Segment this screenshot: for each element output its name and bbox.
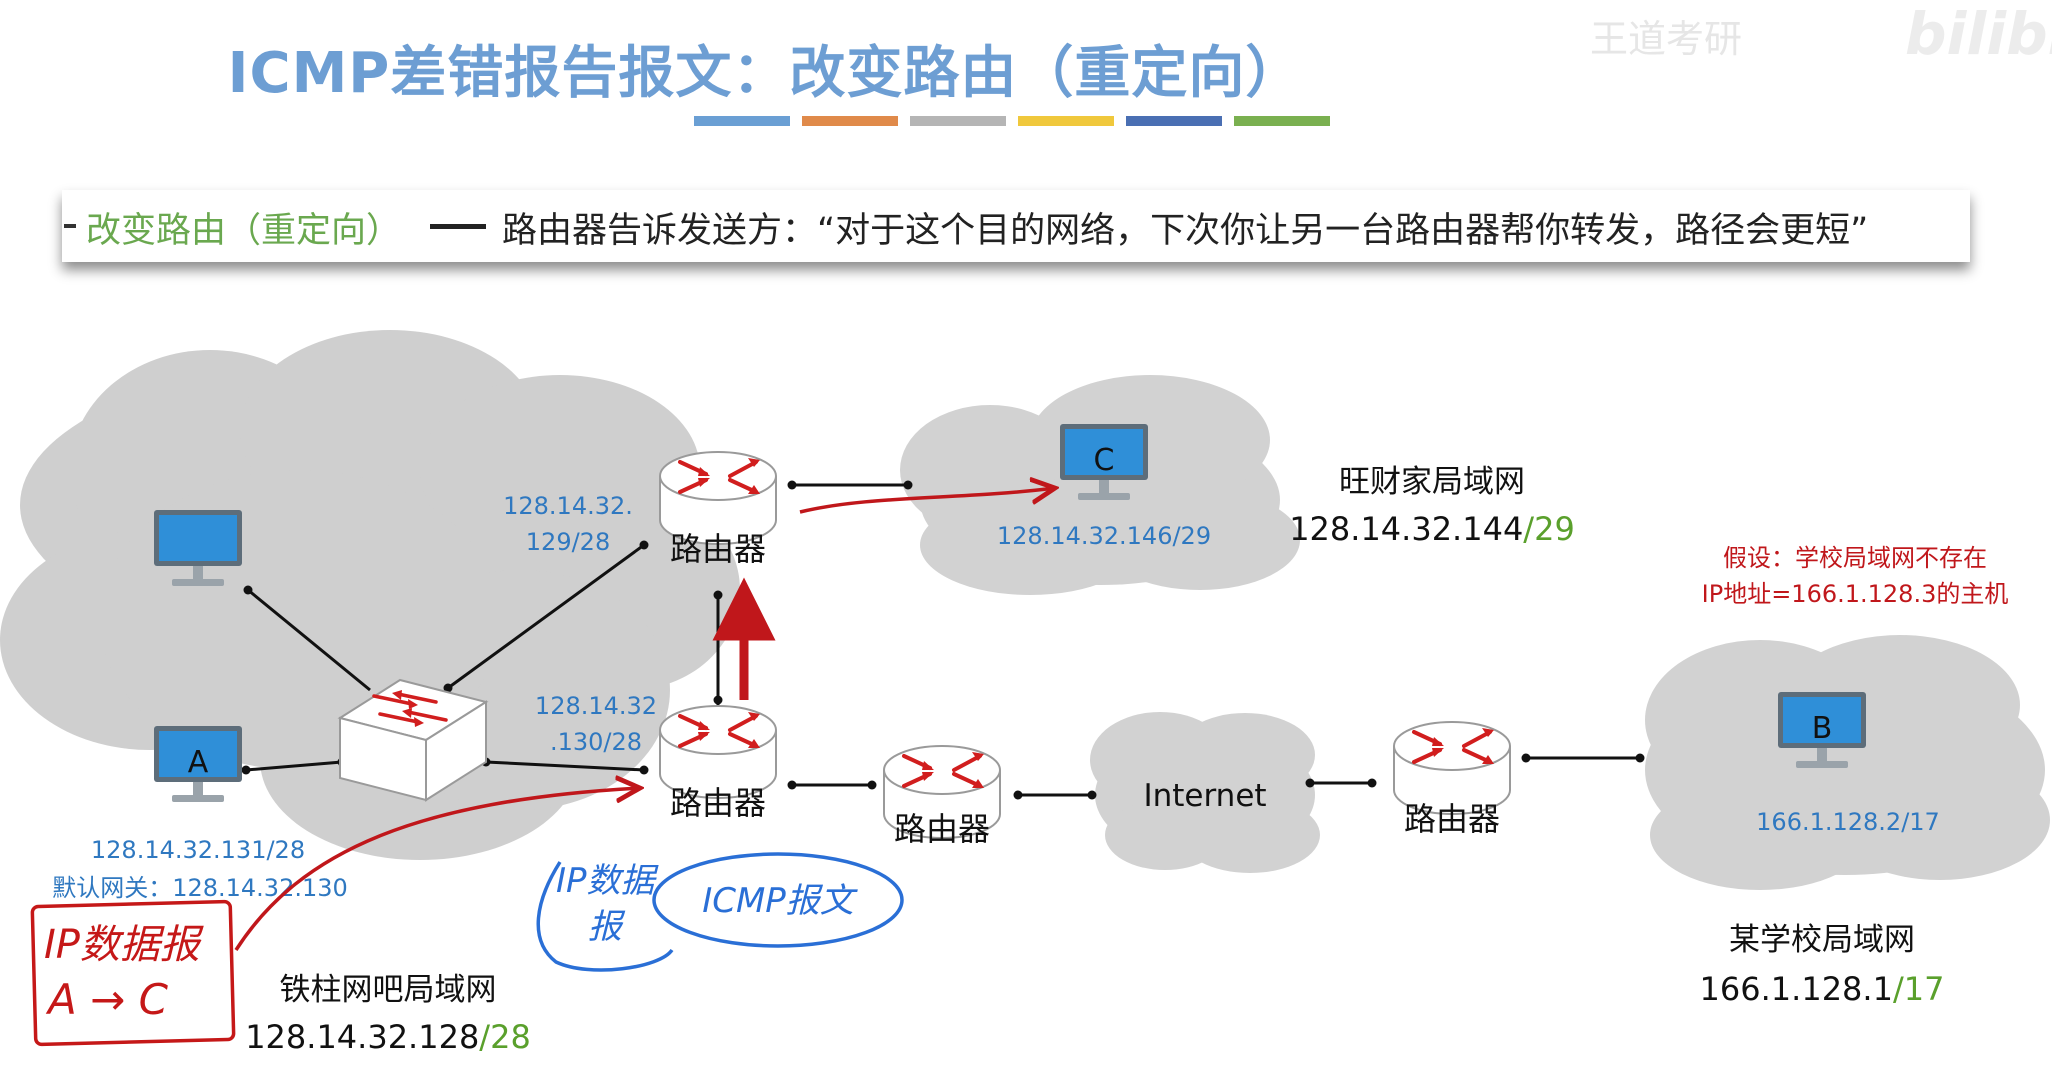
switch-icon [337,678,489,802]
icmp-label: ICMP报文 [702,881,859,921]
wangcai-cidr: 128.14.32.144/29 [1289,510,1575,548]
host-c-ip: 128.14.32.146/29 [997,522,1211,550]
title-color-bars [694,116,1330,126]
router-top-ip-line1: 128.14.32. [503,492,633,520]
tiezhu-cidr: 128.14.32.128/28 [245,1018,531,1056]
path-arrow-router-to-c [799,488,1055,514]
banner-description: 路由器告诉发送方：“对于这个目的网络，下次你让另一台路由器帮你转发，路径会更短” [502,211,1869,251]
router-top-label: 路由器 [670,530,766,568]
slide-title: ICMP差错报告报文：改变路由（重定向） [227,41,1303,106]
datagram-box [30,899,236,1047]
host-a-letter: A [188,745,209,780]
router-mid-ip-line2: .130/28 [550,728,642,756]
title-color-bar [1234,116,1330,126]
internet-label: Internet [1143,778,1266,814]
host-c-letter: C [1094,443,1115,478]
datagram-line2: A → C [45,975,169,1024]
watermark-text: 王道考研 [1590,17,1743,61]
host-b-ip: 166.1.128.2/17 [1756,808,1940,836]
datagram-line1: IP数据报 [44,922,204,968]
router-top-ip-line2: 129/28 [526,528,610,556]
tiezhu-name: 铁柱网吧局域网 [280,972,497,1008]
tiezhu-mask: /28 [479,1018,531,1056]
school-cidr: 166.1.128.1/17 [1700,970,1945,1008]
ip-datagram-bracket [536,861,674,972]
assumption-line2: IP地址=166.1.128.3的主机 [1702,580,2009,608]
icmp-ellipse [652,852,904,948]
bilibili-logo: bilibili [1905,0,2052,68]
ip-datagram-line1: IP数据 [556,861,660,901]
host-b-letter: B [1812,711,1833,746]
tiezhu-prefix: 128.14.32.128 [245,1018,479,1056]
cloud-internet [1090,712,1320,873]
school-prefix: 166.1.128.1 [1700,970,1893,1008]
wangcai-mask: /29 [1523,510,1575,548]
router-far-label: 路由器 [1404,800,1500,838]
title-color-bar [1126,116,1222,126]
host-a-gateway: 默认网关：128.14.32.130 [52,874,348,902]
school-mask: /17 [1893,970,1945,1008]
path-arrow-a-to-router [234,788,640,951]
school-name: 某学校局域网 [1729,922,1915,958]
banner-dash [430,224,486,229]
ip-datagram-line2: 报 [588,907,626,947]
assumption-line1: 假设：学校局域网不存在 [1723,544,1987,572]
wangcai-prefix: 128.14.32.144 [1289,510,1523,548]
title-color-bar [802,116,898,126]
definition-banner: 改变路由（重定向） 路由器告诉发送方：“对于这个目的网络，下次你让另一台路由器帮… [62,190,1970,262]
title-color-bar [1018,116,1114,126]
router-mid-label: 路由器 [670,784,766,822]
cloud-wangcai [900,375,1300,595]
host-a-ip: 128.14.32.131/28 [91,836,305,864]
title-color-bar [910,116,1006,126]
banner-bullet [64,224,76,228]
title-color-bar [694,116,790,126]
router-right-label: 路由器 [894,810,990,848]
wangcai-name: 旺财家局域网 [1339,464,1525,500]
banner-term: 改变路由（重定向） [86,211,402,251]
router-mid-ip-line1: 128.14.32 [535,692,657,720]
